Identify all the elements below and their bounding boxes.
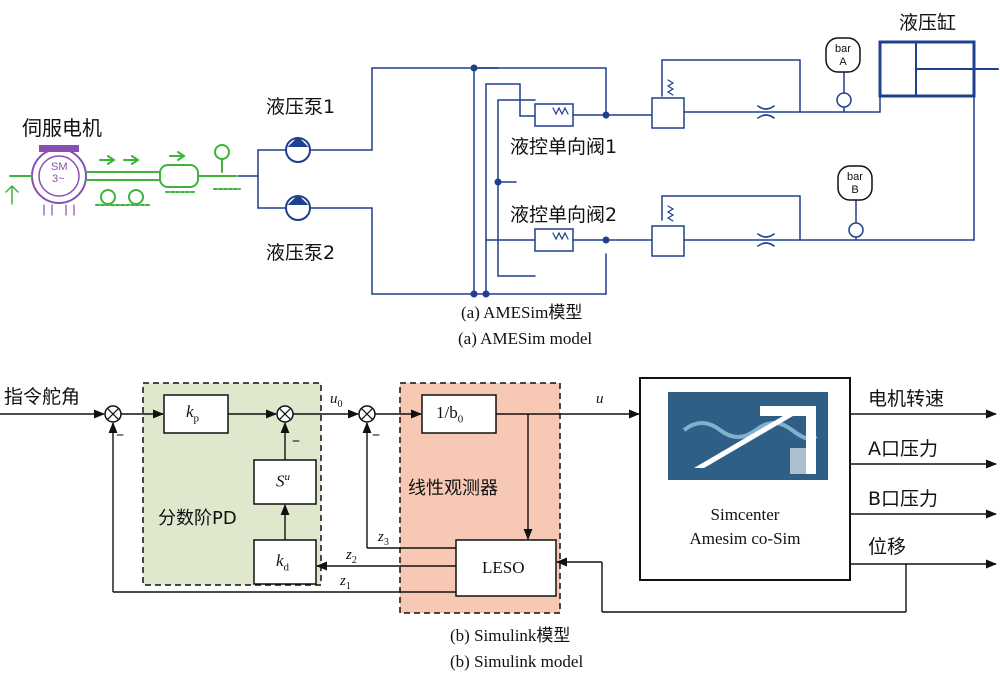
pump-drive: [237, 149, 287, 209]
minus-sign-3: –: [372, 424, 380, 443]
gauge-b-unit: bar: [847, 171, 863, 183]
caption-b-en: (b) Simulink model: [450, 652, 584, 671]
hydraulic-lines: [309, 59, 975, 295]
gauge-a-port: A: [839, 56, 847, 68]
junctions: [470, 64, 610, 298]
check-valve1-label: 液控单向阀1: [510, 136, 618, 158]
caption-a-cn: (a) AMESim模型: [461, 303, 583, 322]
gauge-b-port: B: [851, 184, 859, 196]
input-command-label: 指令舵角: [4, 386, 81, 408]
u-signal-label: u: [596, 391, 604, 407]
observer-group-label: 线性观测器: [408, 478, 498, 499]
check-valve2-label: 液控单向阀2: [510, 204, 618, 226]
su-label: Su: [276, 471, 290, 491]
cosim-line1: Simcenter: [710, 505, 780, 524]
motor-symbol-top: SM: [51, 161, 68, 173]
motor-symbol-bottom: 3~: [52, 173, 65, 185]
orifices: [757, 105, 775, 247]
pump1-icon: [285, 136, 311, 163]
servo-motor-icon: [5, 145, 87, 216]
pressure-gauge-b: [837, 165, 873, 238]
caption-a-en: (a) AMESim model: [458, 329, 593, 348]
kd-label: kd: [276, 551, 290, 574]
servo-motor-label: 伺服电机: [22, 116, 102, 140]
signal-lines: [0, 409, 998, 613]
simulink-model: [0, 377, 998, 614]
cosim-line2: Amesim co-Sim: [689, 529, 801, 548]
pump2-icon: [285, 194, 311, 221]
minus-sign-1: –: [116, 424, 124, 443]
cylinder-label: 液压缸: [899, 12, 957, 34]
pressure-gauge-a: [825, 37, 861, 108]
simcenter-logo-icon: [668, 392, 828, 480]
z1-signal-label: z1: [340, 573, 351, 592]
amesim-model: [5, 37, 999, 298]
pump1-label: 液压泵1: [266, 96, 336, 118]
z3-signal-label: z3: [378, 529, 389, 548]
gauge-a-unit: bar: [835, 43, 851, 55]
mechanical-shaft: [85, 144, 241, 206]
inv-b0-label: 1/b0: [436, 403, 464, 426]
output-port-a-pressure: A口压力: [868, 438, 938, 460]
output-port-b-pressure: B口压力: [868, 488, 939, 510]
kp-label: kp: [186, 402, 200, 425]
minus-sign-2: –: [292, 430, 300, 449]
output-displacement: 位移: [868, 536, 907, 558]
springs: [552, 79, 675, 241]
z2-signal-label: z2: [346, 547, 357, 566]
u0-signal-label: u0: [330, 391, 343, 410]
caption-b-cn: (b) Simulink模型: [450, 626, 571, 645]
pump2-label: 液压泵2: [266, 242, 336, 264]
output-motor-speed: 电机转速: [868, 388, 945, 410]
leso-label: LESO: [482, 558, 525, 577]
cylinder-icon: [878, 40, 999, 98]
leso-block: [455, 539, 557, 597]
pd-group-label: 分数阶PD: [158, 508, 237, 529]
